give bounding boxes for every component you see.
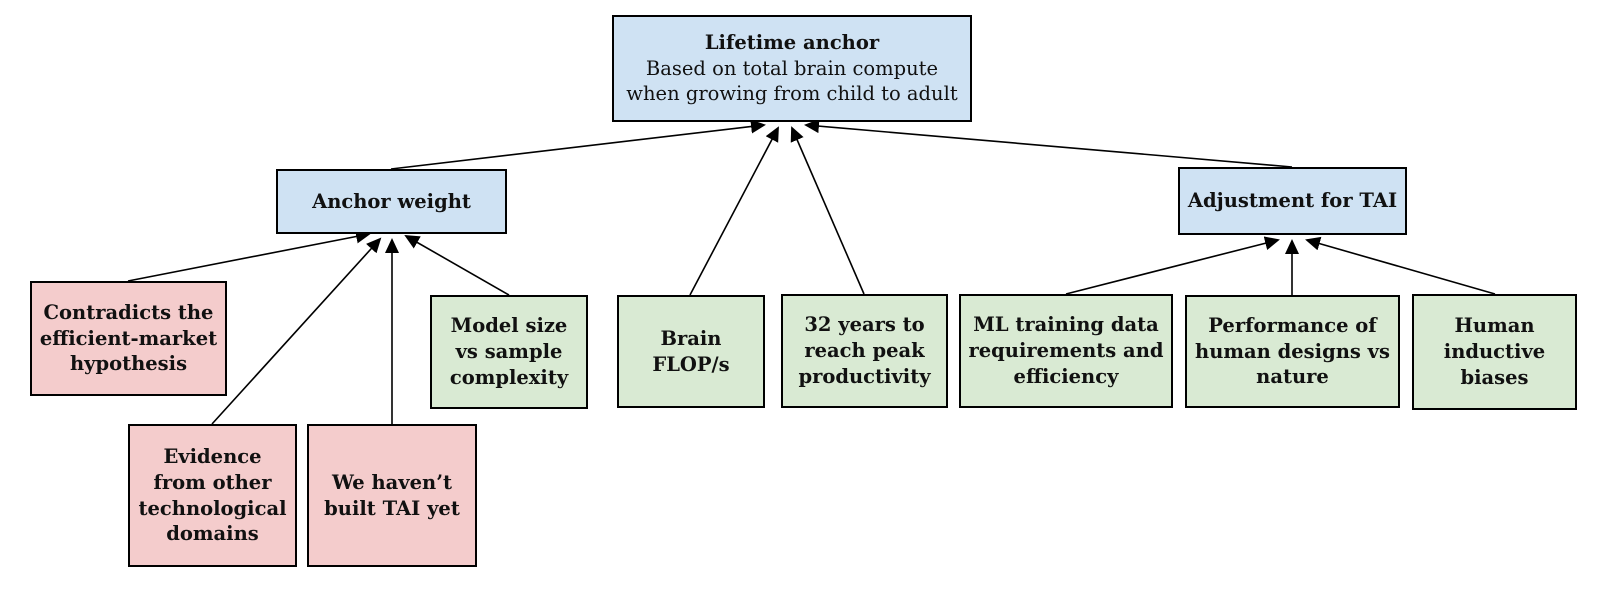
node-evidence-domains: Evidence from other technological domain… (128, 424, 297, 567)
inductive-biases-label: Human inductive biases (1443, 314, 1546, 389)
not-built-tai-label: We haven’t built TAI yet (324, 470, 460, 520)
edge-inductive-biases-to-adjustment-tai (1305, 236, 1496, 295)
node-inductive-biases: Human inductive biases (1412, 294, 1577, 410)
anchor-weight-label: Anchor weight (312, 189, 471, 213)
lifetime-anchor-subtitle: Based on total brain compute when growin… (626, 56, 958, 106)
adjustment-for-tai-label: Adjustment for TAI (1187, 189, 1398, 213)
node-brain-flops: Brain FLOP/s (617, 295, 765, 408)
node-contradicts-emh: Contradicts the efficient-market hypothe… (30, 281, 227, 396)
lifetime-anchor-title: Lifetime anchor (704, 30, 880, 54)
edge-brain-flops-to-lifetime-anchor (689, 126, 779, 296)
node-model-size: Model size vs sample complexity (430, 295, 588, 409)
node-adjustment-for-tai: Adjustment for TAI (1178, 167, 1407, 235)
node-32-years: 32 years to reach peak productivity (781, 294, 948, 408)
node-anchor-weight: Anchor weight (276, 169, 507, 234)
edge-anchor-weight-to-lifetime-anchor (390, 119, 766, 170)
node-not-built-tai: We haven’t built TAI yet (307, 424, 477, 567)
edge-evidence-domains-to-anchor-weight (211, 237, 382, 425)
edge-contradicts-emh-to-anchor-weight (127, 229, 371, 282)
evidence-domains-label: Evidence from other technological domain… (138, 445, 287, 546)
contradicts-emh-label: Contradicts the efficient-market hypothe… (39, 300, 218, 376)
edge-ml-training-to-adjustment-tai (1065, 236, 1280, 295)
brain-flops-label: Brain FLOP/s (652, 326, 730, 376)
human-designs-label: Performance of human designs vs nature (1195, 313, 1390, 389)
32-years-label: 32 years to reach peak productivity (798, 313, 931, 388)
model-size-label: Model size vs sample complexity (449, 314, 569, 389)
edge-32-years-to-lifetime-anchor (790, 126, 865, 295)
edge-adjustment-tai-to-lifetime-anchor (804, 119, 1293, 168)
node-ml-training: ML training data requirements and effici… (959, 294, 1173, 408)
node-human-designs: Performance of human designs vs nature (1185, 295, 1400, 408)
ml-training-label: ML training data requirements and effici… (968, 313, 1164, 388)
node-lifetime-anchor: Lifetime anchor Based on total brain com… (612, 15, 972, 122)
edge-model-size-to-anchor-weight (404, 235, 510, 296)
